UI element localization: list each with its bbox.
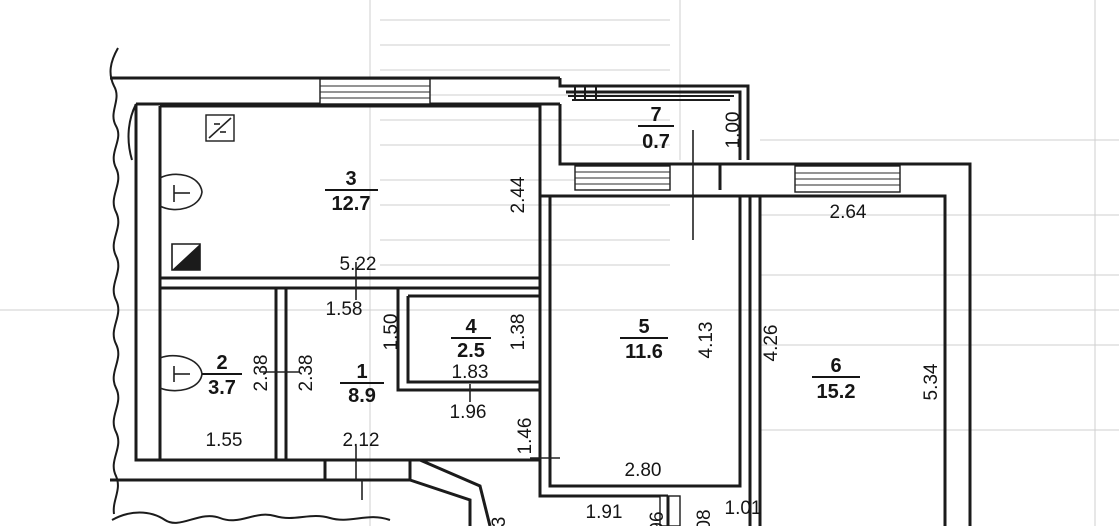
room-2-number: 2 — [216, 352, 227, 374]
dim-r4-depth-right: 1.38 — [508, 314, 529, 351]
room-5-area: 11.6 — [625, 341, 663, 363]
left-exterior-wall — [134, 104, 162, 462]
dim-r1-width-bottom: 2.12 — [343, 430, 380, 451]
wall-fixtures — [159, 114, 235, 392]
dim-partial-c: 08 — [694, 509, 715, 526]
dim-r5-depth: 4.13 — [696, 322, 717, 359]
dim-partial-a: 3 — [489, 517, 510, 526]
dim-r4-width: 1.83 — [452, 362, 489, 383]
room-3-area: 12.7 — [332, 193, 371, 215]
dim-r3-width: 5.22 — [340, 254, 377, 275]
room-7-area: 0.7 — [642, 131, 670, 153]
dim-partial-b: 96 — [647, 511, 668, 526]
room-5-number: 5 — [638, 316, 649, 338]
left-break-line — [109, 47, 120, 515]
room-3-bottom-wall — [160, 104, 542, 290]
room-1-area: 8.9 — [348, 385, 376, 407]
dim-r7-depth: 1.00 — [723, 112, 744, 149]
dim-r4-depth-left: 1.50 — [381, 314, 402, 351]
room-4-walls — [396, 288, 540, 392]
room-5-label: 5 11.6 — [620, 316, 668, 363]
dim-r6-width: 2.64 — [830, 202, 867, 223]
room-6-number: 6 — [830, 355, 841, 377]
room-1-number: 1 — [356, 361, 367, 383]
room-2-label: 2 3.7 — [202, 352, 242, 399]
bottom-break-line — [111, 511, 391, 524]
room-6-walls — [740, 162, 972, 526]
room-2-area: 3.7 — [208, 377, 236, 399]
dim-r3-depth: 2.44 — [508, 176, 529, 213]
dim-r6-depth-right: 5.34 — [921, 363, 942, 400]
room-4-number: 4 — [465, 316, 477, 338]
room-3-label: 3 12.7 — [325, 168, 378, 215]
dim-r2-width: 1.55 — [206, 430, 243, 451]
dimension-labels: 5.22 2.44 1.00 2.64 1.58 1.50 1.38 1.83 … — [206, 112, 942, 526]
room-7-walls — [558, 78, 750, 240]
dim-r5-width: 2.80 — [625, 460, 662, 481]
room-4-area: 2.5 — [457, 340, 485, 362]
dimension-ticks — [260, 262, 471, 500]
dim-r6-depth-left: 4.26 — [761, 325, 782, 362]
dim-bottom-a: 1.91 — [586, 502, 623, 523]
dim-r1-width-mid: 1.96 — [450, 402, 487, 423]
dim-r1-depth: 2.38 — [296, 355, 317, 392]
room-2-walls — [274, 288, 288, 460]
room-6-label: 6 15.2 — [812, 355, 860, 403]
dim-r1-corridor: 1.58 — [326, 299, 363, 320]
room-7-label: 7 0.7 — [638, 104, 674, 153]
room-6-area: 15.2 — [817, 381, 856, 403]
dim-r2-depth: 2.38 — [251, 355, 272, 392]
room-7-number: 7 — [650, 104, 661, 126]
bottom-walls — [110, 458, 681, 526]
room-1-label: 1 8.9 — [340, 361, 384, 407]
room-5-walls — [530, 165, 760, 498]
room-4-label: 4 2.5 — [451, 316, 491, 362]
dim-r5-step: 1.46 — [515, 418, 536, 455]
room-3-number: 3 — [345, 168, 356, 190]
dim-bottom-b: 1.01 — [725, 498, 762, 519]
top-wall-room-3 — [110, 76, 560, 108]
left-wall-wave-inner — [127, 103, 137, 161]
